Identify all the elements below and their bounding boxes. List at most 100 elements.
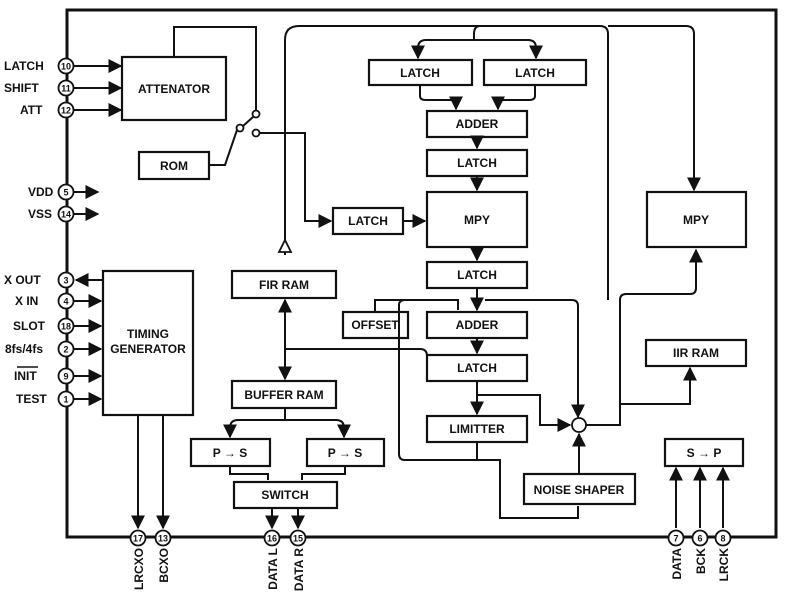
s-to-p-label: S → P	[687, 446, 722, 460]
adder-2-block	[425, 310, 529, 340]
noise-shaper-block	[522, 472, 637, 506]
mpy-2-block	[645, 190, 748, 249]
switch-block	[232, 480, 339, 510]
attenator-block	[120, 55, 228, 122]
pin-number: 17	[133, 534, 143, 544]
limitter-block	[425, 414, 529, 444]
pin-circle	[289, 529, 307, 547]
pin-data-r: 15 DATA R	[289, 529, 307, 591]
fir-ram-label: FIR RAM	[259, 278, 309, 292]
pin-circle	[57, 79, 75, 97]
adder-1-label: ADDER	[456, 117, 499, 131]
pin-label: LATCH	[4, 59, 44, 73]
pin-init: INIT 9	[14, 366, 75, 385]
left-pins: LATCH 10 SHIFT 11 ATT 12 VDD 5 VSS 14 X …	[4, 57, 75, 408]
pin-circle	[714, 529, 732, 547]
pin-number: 8	[720, 534, 725, 544]
timing-generator-label-2: GENERATOR	[110, 342, 186, 356]
pin-x-in: X IN 4	[15, 292, 75, 310]
pin-number: 2	[63, 345, 68, 355]
pin-data: 7 DATA	[667, 529, 685, 580]
pin-circle	[57, 340, 75, 358]
pin-circle	[57, 271, 75, 289]
pin-number: 5	[63, 188, 68, 198]
pin-slot: SLOT 18	[13, 317, 75, 335]
iir-ram-block	[644, 338, 748, 368]
pin-circle	[57, 101, 75, 119]
latch-top-right-label: LATCH	[515, 66, 555, 80]
pin-test: TEST 1	[16, 390, 75, 408]
buffer-ram-label: BUFFER RAM	[244, 388, 323, 402]
latch-mpy-input-block	[331, 206, 405, 236]
pin-label: INIT	[14, 369, 37, 383]
pin-number: 6	[697, 534, 702, 544]
internal-wires	[131, 25, 730, 530]
pin-label: VSS	[28, 207, 52, 221]
latch-top-left-block	[367, 58, 474, 87]
pin-number: 15	[293, 534, 303, 544]
offset-label: OFFSET	[351, 318, 399, 332]
pin-label: 8fs/4fs	[5, 342, 43, 356]
pin-circle	[667, 529, 685, 547]
pin-bck: 6 BCK	[691, 529, 709, 574]
iir-ram-label: IIR RAM	[673, 346, 719, 360]
pin-label: X OUT	[4, 273, 41, 287]
pin-label: DATA	[670, 548, 684, 580]
latch-1-label: LATCH	[457, 156, 497, 170]
pin-number: 12	[61, 106, 71, 116]
pin-circle	[57, 57, 75, 75]
pin-latch: LATCH 10	[4, 57, 75, 75]
noise-shaper-label: NOISE SHAPER	[534, 483, 625, 497]
pin-number: 11	[61, 84, 71, 94]
mpy-2-label: MPY	[683, 213, 709, 227]
pin-number: 10	[61, 62, 71, 72]
pin-number: 3	[63, 276, 68, 286]
buffer-ram-block	[230, 379, 338, 410]
pin-number: 14	[61, 210, 71, 220]
left-pin-wires	[74, 59, 123, 406]
summing-junction	[571, 417, 587, 433]
rom-block	[137, 150, 211, 181]
pin-label: LRCK	[717, 548, 731, 582]
pin-label: TEST	[16, 392, 47, 406]
pin-vss: VSS 14	[28, 205, 75, 223]
pin-shift: SHIFT 11	[4, 79, 75, 97]
pin-number: 7	[673, 534, 678, 544]
rom-label: ROM	[160, 159, 188, 173]
limitter-label: LIMITTER	[449, 422, 505, 436]
mpy-1-block	[425, 190, 529, 249]
pin-label: SLOT	[13, 319, 46, 333]
pin-label: SHIFT	[4, 81, 39, 95]
pin-vdd: VDD 5	[28, 183, 75, 201]
mpy-1-label: MPY	[464, 213, 490, 227]
pin-number: 4	[63, 297, 68, 307]
pin-lrck: 8 LRCK	[714, 529, 732, 582]
pin-att: ATT 12	[20, 101, 75, 119]
latch-3-block	[425, 353, 529, 383]
latch-top-right-block	[482, 58, 588, 87]
timing-generator-block	[101, 269, 195, 417]
timing-generator-label-1: TIMING	[127, 327, 169, 341]
fir-ram-block	[230, 269, 338, 300]
attenator-label: ATTENATOR	[138, 82, 210, 96]
pin-label: DATA R	[292, 548, 306, 591]
pin-label: VDD	[28, 185, 54, 199]
pin-label: BCXO	[157, 548, 171, 583]
pin-lrcxo: 17 LRCXO	[129, 529, 147, 590]
pin-label: BCK	[694, 548, 708, 574]
pin-number: 16	[267, 534, 277, 544]
pin-data-l: 16 DATA L	[263, 529, 281, 590]
latch-mpy-input-label: LATCH	[348, 214, 388, 228]
pin-circle	[57, 367, 75, 385]
pin-label: DATA L	[266, 548, 280, 590]
p-to-s-left-label: P → S	[213, 446, 247, 460]
pin-circle	[57, 390, 75, 408]
pin-circle	[57, 317, 75, 335]
bottom-pins: 17 LRCXO 13 BCXO 16 DATA L 15 DATA R 7 D…	[129, 529, 732, 591]
s-to-p-block	[663, 437, 745, 468]
pin-circle	[263, 529, 281, 547]
latch-1-block	[425, 148, 529, 178]
pin-circle	[691, 529, 709, 547]
